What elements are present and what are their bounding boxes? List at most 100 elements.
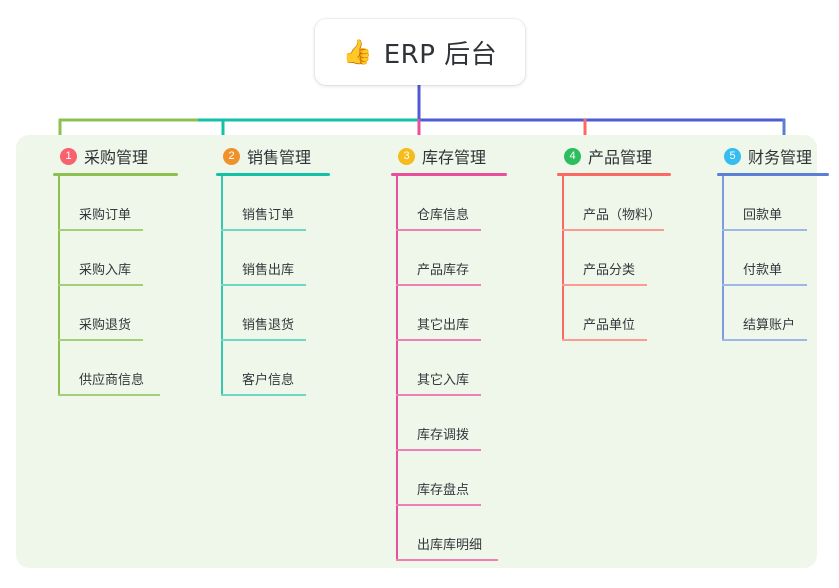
branch-header-2[interactable]: 2 销售管理 — [197, 144, 357, 168]
branch-item-rule — [396, 504, 481, 506]
branch-item[interactable]: 回款单 — [722, 176, 839, 231]
branch-item-rule — [221, 229, 306, 231]
branch-body-2: 销售订单 销售出库 销售退货 客户信息 — [221, 176, 357, 396]
branch-header-4[interactable]: 4 产品管理 — [538, 144, 698, 168]
branch-item[interactable]: 产品单位 — [562, 286, 698, 341]
branch-item[interactable]: 出库库明细 — [396, 506, 532, 561]
branch-title-5: 财务管理 — [748, 148, 813, 167]
branch-item-label: 产品库存 — [417, 263, 470, 278]
branch-item-label: 产品分类 — [583, 263, 636, 278]
branch-item-label: 销售出库 — [242, 263, 295, 278]
branch-body-3: 仓库信息 产品库存 其它出库 其它入库 库存调拨 库存盘点 — [396, 176, 532, 561]
branch-item[interactable]: 仓库信息 — [396, 176, 532, 231]
branch-item-label: 采购订单 — [79, 208, 132, 223]
branch-item-rule — [562, 339, 647, 341]
branch-item-label: 出库库明细 — [417, 538, 483, 553]
branch-item-rule — [722, 284, 807, 286]
branch-badge-4: 4 — [564, 147, 581, 165]
branch-item-rule — [396, 559, 498, 561]
branch-item-label: 供应商信息 — [79, 373, 145, 388]
branch-item-label: 产品（物料） — [583, 208, 662, 223]
branch-header-3[interactable]: 3 库存管理 — [372, 144, 532, 168]
branch-item[interactable]: 产品库存 — [396, 231, 532, 286]
branch-rule-3 — [391, 173, 507, 176]
branch-rule-5 — [717, 173, 829, 176]
branch-rule-2 — [216, 173, 330, 176]
branch-item-rule — [58, 284, 143, 286]
branch-trunk-1 — [58, 176, 60, 396]
branch-item[interactable]: 销售订单 — [221, 176, 357, 231]
branch-item-label: 采购退货 — [79, 318, 132, 333]
branch-badge-2: 2 — [223, 147, 240, 165]
branch-item-rule — [58, 229, 143, 231]
branch-item-rule — [722, 229, 807, 231]
branch-item-label: 付款单 — [743, 263, 783, 278]
branch-item[interactable]: 结算账户 — [722, 286, 839, 341]
branch-title-3: 库存管理 — [422, 148, 487, 167]
branch-badge-5: 5 — [724, 147, 741, 165]
branch-item-label: 仓库信息 — [417, 208, 470, 223]
branch-item-rule — [562, 229, 664, 231]
branch-header-5[interactable]: 5 财务管理 — [698, 144, 839, 168]
branch-item-rule — [396, 394, 481, 396]
branch-item-label: 其它出库 — [417, 318, 470, 333]
branch-item-rule — [221, 339, 306, 341]
branch-item[interactable]: 客户信息 — [221, 341, 357, 396]
branch-item[interactable]: 库存盘点 — [396, 451, 532, 506]
branch-item-label: 其它入库 — [417, 373, 470, 388]
branch-trunk-2 — [221, 176, 223, 396]
branch-rule-1 — [53, 173, 178, 176]
branch-item-rule — [221, 284, 306, 286]
root-title: ERP 后台 — [383, 39, 498, 70]
branch-item-label: 库存调拨 — [417, 428, 470, 443]
branch-title-4: 产品管理 — [588, 148, 653, 167]
branch-column-3: 3 库存管理 仓库信息 产品库存 其它出库 其它入库 库存调拨 — [372, 144, 532, 561]
branch-item-label: 库存盘点 — [417, 483, 470, 498]
branch-item-label: 回款单 — [743, 208, 783, 223]
branch-title-2: 销售管理 — [247, 148, 312, 167]
branch-item[interactable]: 采购入库 — [58, 231, 194, 286]
branch-rule-4 — [557, 173, 671, 176]
root-node-content: 👍 ERP 后台 — [343, 34, 497, 71]
branch-item[interactable]: 其它出库 — [396, 286, 532, 341]
branch-item-label: 客户信息 — [242, 373, 295, 388]
branch-item-rule — [221, 394, 306, 396]
branch-body-4: 产品（物料） 产品分类 产品单位 — [562, 176, 698, 341]
root-node[interactable]: 👍 ERP 后台 — [315, 19, 525, 85]
branch-body-1: 采购订单 采购入库 采购退货 供应商信息 — [58, 176, 194, 396]
branch-item-rule — [396, 449, 481, 451]
diagram-panel — [16, 135, 817, 568]
branch-trunk-3 — [396, 176, 398, 561]
branch-item-rule — [396, 339, 481, 341]
branch-item[interactable]: 其它入库 — [396, 341, 532, 396]
branch-trunk-4 — [562, 176, 564, 341]
branch-trunk-5 — [722, 176, 724, 341]
branch-item-label: 销售订单 — [242, 208, 295, 223]
branch-column-2: 2 销售管理 销售订单 销售出库 销售退货 客户信息 — [197, 144, 357, 396]
branch-header-1[interactable]: 1 采购管理 — [34, 144, 194, 168]
branch-item[interactable]: 销售退货 — [221, 286, 357, 341]
branch-column-1: 1 采购管理 采购订单 采购入库 采购退货 供应商信息 — [34, 144, 194, 396]
branch-item-rule — [58, 394, 160, 396]
branch-item-label: 结算账户 — [743, 318, 796, 333]
branch-item-rule — [562, 284, 647, 286]
branch-item[interactable]: 付款单 — [722, 231, 839, 286]
branch-column-4: 4 产品管理 产品（物料） 产品分类 产品单位 — [538, 144, 698, 341]
branch-badge-1: 1 — [60, 147, 77, 165]
branch-item[interactable]: 产品（物料） — [562, 176, 698, 231]
branch-item[interactable]: 采购退货 — [58, 286, 194, 341]
branch-title-1: 采购管理 — [84, 148, 149, 167]
branch-item-rule — [396, 284, 481, 286]
branch-item[interactable]: 库存调拨 — [396, 396, 532, 451]
branch-item[interactable]: 采购订单 — [58, 176, 194, 231]
branch-body-5: 回款单 付款单 结算账户 — [722, 176, 839, 341]
branch-item-rule — [396, 229, 481, 231]
branch-badge-3: 3 — [398, 147, 415, 165]
branch-item[interactable]: 供应商信息 — [58, 341, 194, 396]
branch-item[interactable]: 销售出库 — [221, 231, 357, 286]
branch-item-rule — [58, 339, 143, 341]
branch-item-label: 产品单位 — [583, 318, 636, 333]
branch-item-label: 销售退货 — [242, 318, 295, 333]
branch-item[interactable]: 产品分类 — [562, 231, 698, 286]
